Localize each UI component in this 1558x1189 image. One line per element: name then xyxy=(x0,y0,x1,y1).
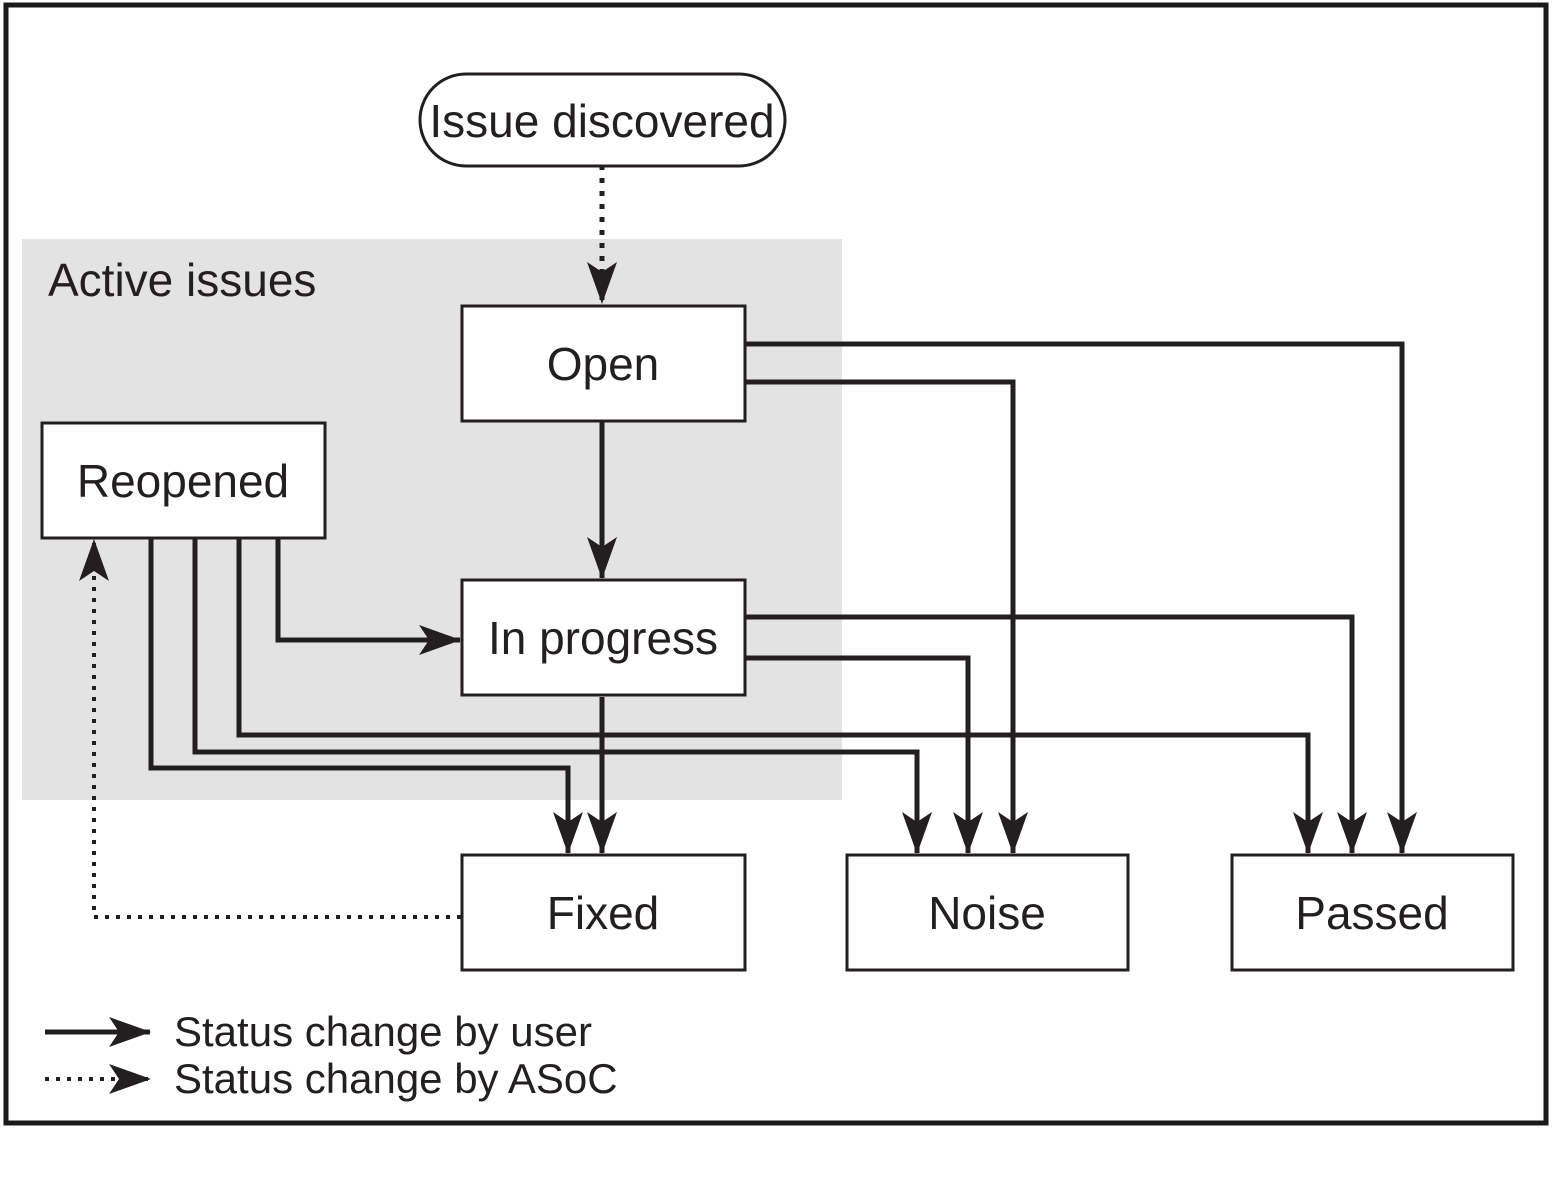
legend: Status change by user Status change by A… xyxy=(45,1008,618,1102)
node-in-progress-label: In progress xyxy=(488,612,718,664)
node-passed-label: Passed xyxy=(1295,887,1448,939)
node-open-label: Open xyxy=(547,338,660,390)
node-issue-discovered-shape xyxy=(418,72,787,168)
node-reopened: Reopened xyxy=(40,421,327,540)
node-open: Open xyxy=(460,304,747,423)
edge-open-to-passed xyxy=(745,341,1417,854)
legend-solid-label: Status change by user xyxy=(174,1008,592,1055)
legend-dotted-label: Status change by ASoC xyxy=(174,1055,618,1102)
node-fixed-shape xyxy=(460,853,747,972)
node-open-shape xyxy=(460,304,747,423)
edge-reopened-to-passed xyxy=(236,539,1323,854)
node-issue-discovered-label: Issue discovered xyxy=(429,95,774,147)
node-noise: Noise xyxy=(845,853,1130,972)
edge-reopened-to-in-progress xyxy=(275,539,461,655)
node-issue-discovered: Issue discovered xyxy=(418,72,787,168)
node-in-progress: In progress xyxy=(460,578,747,697)
node-reopened-label: Reopened xyxy=(77,455,289,507)
node-passed-shape xyxy=(1230,853,1515,972)
node-passed: Passed xyxy=(1230,853,1515,972)
edge-reopened-to-noise xyxy=(192,539,932,854)
edge-in-progress-to-noise xyxy=(745,655,983,854)
edge-open-to-noise xyxy=(745,379,1028,854)
node-in-progress-shape xyxy=(460,578,747,697)
active-issues-region-label: Active issues xyxy=(48,254,316,306)
node-reopened-shape xyxy=(40,421,327,540)
node-noise-shape xyxy=(845,853,1130,972)
edge-fixed-to-reopened xyxy=(79,539,461,919)
node-fixed: Fixed xyxy=(460,853,747,972)
edge-in-progress-to-passed xyxy=(745,614,1367,854)
node-noise-label: Noise xyxy=(928,887,1046,939)
node-fixed-label: Fixed xyxy=(547,887,659,939)
edge-reopened-to-fixed xyxy=(148,539,583,854)
